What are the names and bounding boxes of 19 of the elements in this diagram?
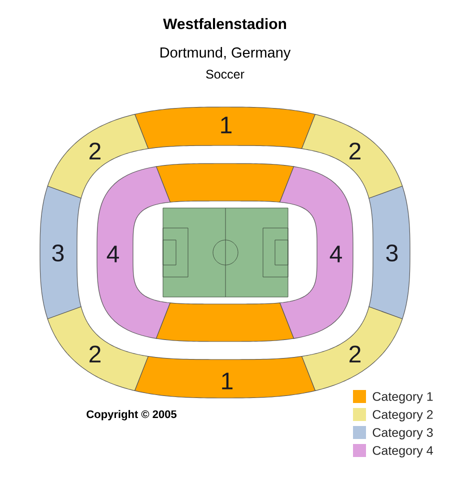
seating-section: 2 xyxy=(301,306,403,392)
seating-section: 3 xyxy=(368,186,410,320)
title: Westfalenstadion xyxy=(163,18,286,30)
legend-label: Category 4 xyxy=(372,446,433,458)
copyright-text: Copyright © 2005 xyxy=(86,410,176,420)
seating-section: 4 xyxy=(279,166,354,339)
seating-section: 2 xyxy=(301,114,403,199)
seating-section xyxy=(156,302,294,342)
location-text: Dortmund, Germany xyxy=(160,47,291,61)
seating-section xyxy=(156,163,294,202)
seating-section: 3 xyxy=(40,186,82,320)
seating-section: 2 xyxy=(47,114,149,199)
seating-section: 2 xyxy=(47,306,149,392)
seating-section: 4 xyxy=(96,166,171,339)
legend-label: Category 2 xyxy=(372,410,433,422)
event-text: Soccer xyxy=(206,70,244,79)
legend-label: Category 3 xyxy=(372,428,433,440)
legend-label: Category 1 xyxy=(372,392,433,404)
seating-section: 1 xyxy=(134,106,316,150)
